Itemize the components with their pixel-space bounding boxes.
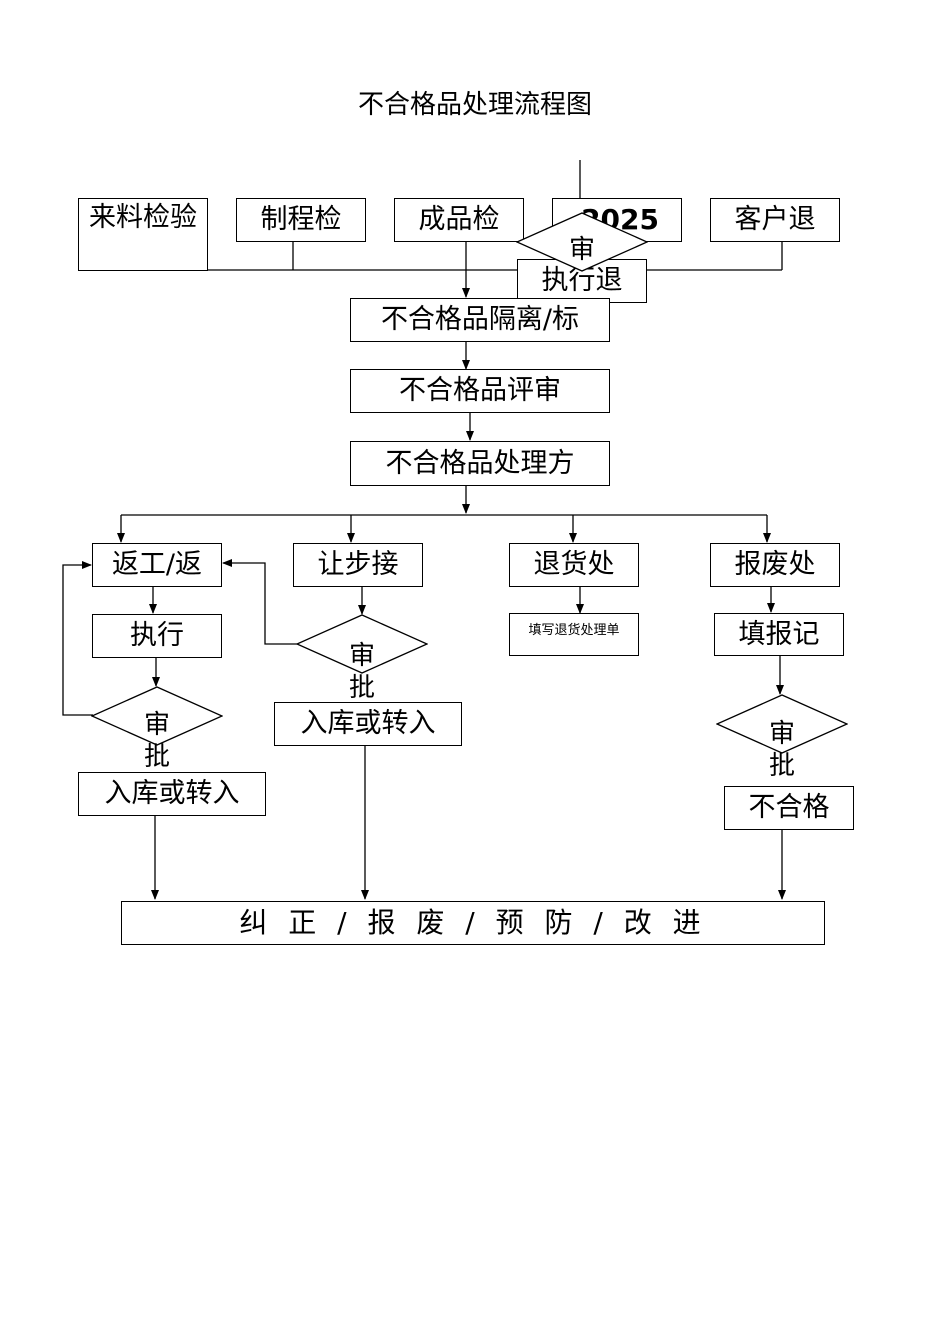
scrap-record-box: 填报记 — [714, 613, 844, 656]
source-customer-box: 客户退 — [710, 198, 840, 242]
approve-scrap-label: 审批 — [768, 719, 795, 781]
approve-diamond-scrap — [716, 694, 848, 754]
scrap-record-label: 填报记 — [738, 618, 820, 650]
approve-diamond-concession — [296, 614, 428, 674]
review-label: 不合格品评审 — [399, 375, 561, 406]
rework-exec-label: 执行 — [130, 620, 184, 651]
review-box: 不合格品评审 — [350, 369, 610, 413]
stock-in-label-1: 入库或转入 — [104, 778, 240, 809]
approve-rework-label: 审批 — [143, 710, 170, 772]
stock-in-label-2: 入库或转入 — [300, 708, 436, 739]
page-title: 不合格品处理流程图 — [357, 90, 592, 120]
return-box: 退货处 — [509, 543, 639, 587]
source-final-box: 成品检 — [394, 198, 524, 242]
return-form-label: 填写退货处理单 — [528, 623, 620, 638]
source-process-label: 制程检 — [260, 204, 342, 235]
rework-exec-box: 执行 — [92, 614, 222, 658]
source-incoming-box: 来料检验 — [78, 198, 208, 271]
stock-in-box-1: 入库或转入 — [78, 772, 266, 816]
arrow-concession-loop — [222, 559, 297, 645]
disposition-box: 不合格品处理方 — [350, 441, 610, 486]
final-action-label: 纠 正 / 报 废 / 预 防 / 改 进 — [239, 906, 707, 939]
approve-diamond-rework — [91, 686, 223, 746]
isolation-box: 不合格品隔离/标 — [350, 298, 610, 342]
scrap-box: 报废处 — [710, 543, 840, 587]
approve-diamond-top — [516, 212, 648, 272]
scrap-label: 报废处 — [734, 549, 816, 580]
return-form-box: 填写退货处理单 — [509, 613, 639, 656]
arrow-rework-loop — [62, 561, 93, 716]
execute-return-box: 执行退 — [517, 259, 647, 303]
source-process-box: 制程检 — [236, 198, 366, 242]
approve-top-label: 审 — [568, 235, 595, 265]
nonconform-label: 不合格 — [748, 792, 830, 823]
return-label: 退货处 — [533, 549, 615, 580]
source-final-label: 成品检 — [418, 204, 500, 235]
source-incoming-label: 来料检验 — [89, 202, 197, 233]
approve-concession-label: 审批 — [348, 641, 375, 703]
source-customer-label: 客户退 — [734, 204, 816, 235]
concession-label: 让步接 — [317, 549, 399, 580]
stock-in-box-2: 入库或转入 — [274, 702, 462, 746]
concession-box: 让步接 — [293, 543, 423, 587]
rework-box: 返工/返 — [92, 543, 222, 587]
final-action-bar: 纠 正 / 报 废 / 预 防 / 改 进 — [121, 901, 825, 945]
isolation-label: 不合格品隔离/标 — [380, 304, 580, 335]
nonconform-box: 不合格 — [724, 786, 854, 830]
rework-label: 返工/返 — [111, 549, 203, 580]
disposition-label: 不合格品处理方 — [385, 447, 575, 479]
